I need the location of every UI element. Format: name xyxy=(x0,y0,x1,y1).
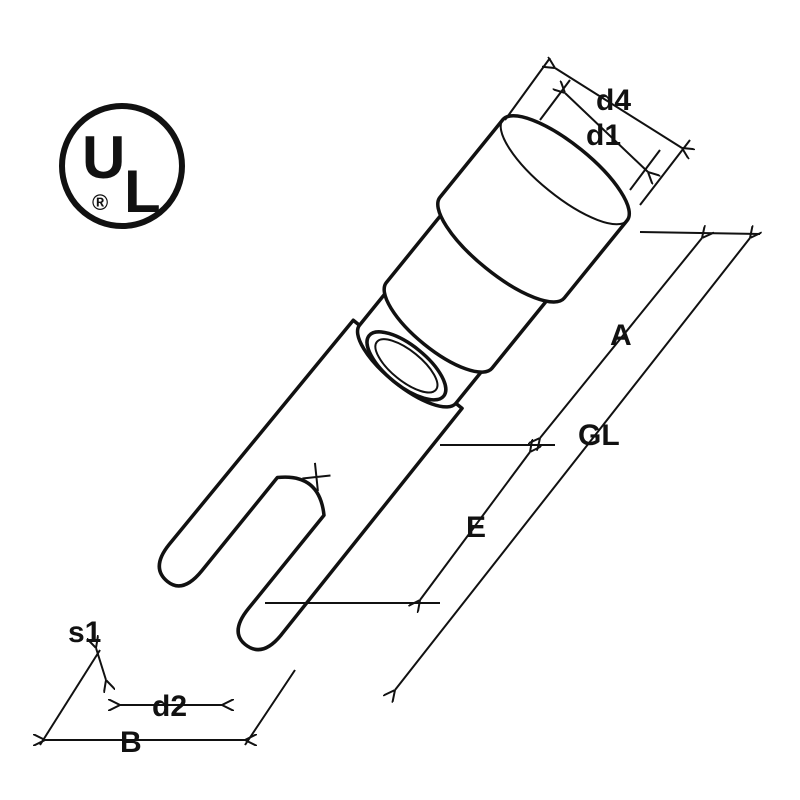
registered-mark: ® xyxy=(92,190,108,215)
label-s1: s1 xyxy=(68,616,101,649)
label-e: E xyxy=(466,511,486,544)
label-a: A xyxy=(610,319,632,352)
ul-logo-l: L xyxy=(124,158,161,225)
label-b: B xyxy=(120,726,142,759)
ul-logo: U L ® xyxy=(59,103,185,229)
label-gl: GL xyxy=(578,419,620,452)
d1-dimension xyxy=(565,93,648,172)
gl-dimension xyxy=(395,238,750,690)
label-d4: d4 xyxy=(596,84,631,117)
dimension-lines xyxy=(40,58,760,745)
ul-logo-u: U xyxy=(82,124,125,191)
e-dimension xyxy=(420,452,530,600)
label-d2: d2 xyxy=(152,690,187,723)
spade-terminal xyxy=(157,114,632,652)
stud-center-mark xyxy=(302,462,331,492)
label-d1: d1 xyxy=(586,119,621,152)
s1-dimension xyxy=(96,648,106,680)
